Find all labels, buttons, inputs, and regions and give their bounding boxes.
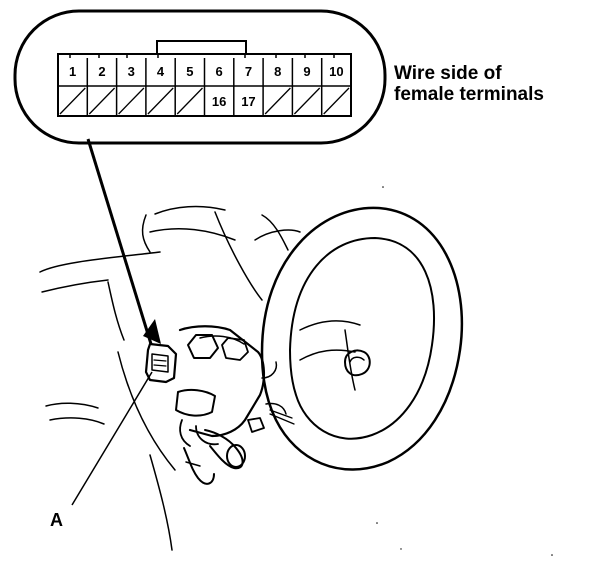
- empty-cavity-hatch: [176, 87, 203, 115]
- leader-arrow: [86, 138, 161, 345]
- arrowhead-icon: [143, 319, 161, 344]
- empty-cavity-hatch: [323, 87, 350, 115]
- pin-number-top: 8: [274, 64, 281, 79]
- pin-number-bottom: 17: [241, 94, 255, 109]
- empty-cavity-hatch: [59, 87, 86, 115]
- empty-cavity-hatch: [293, 87, 321, 115]
- empty-cavity-hatch: [88, 87, 116, 115]
- pin-number-top: 1: [69, 64, 76, 79]
- empty-cavity-hatch: [118, 87, 145, 115]
- pin-number-top: 2: [98, 64, 105, 79]
- pin-number-top: 5: [186, 64, 193, 79]
- empty-cavity-hatch: [147, 87, 174, 115]
- pin-number-top: 4: [157, 64, 165, 79]
- pin-number-top: 3: [128, 64, 135, 79]
- callout-line-1: Wire side of: [394, 63, 502, 84]
- label-a-leader: [71, 371, 153, 506]
- marker-label-a: A: [50, 510, 63, 530]
- pin-labels: 1 2 3 4 5 6 7 8 9 10 16 17: [69, 64, 344, 109]
- scan-specks: [376, 186, 553, 556]
- wire-side-callout: Wire side of female terminals: [394, 63, 604, 105]
- callout-line-2: female terminals: [394, 84, 544, 105]
- pin-number-top: 9: [303, 64, 310, 79]
- empty-cavity-hatch: [264, 87, 291, 115]
- pin-number-top: 10: [329, 64, 343, 79]
- pin-number-top: 7: [245, 64, 252, 79]
- pin-number-top: 6: [216, 64, 223, 79]
- connector-face-icon: [57, 40, 352, 117]
- pin-number-bottom: 16: [212, 94, 226, 109]
- steering-wheel-assembly: [39, 205, 464, 551]
